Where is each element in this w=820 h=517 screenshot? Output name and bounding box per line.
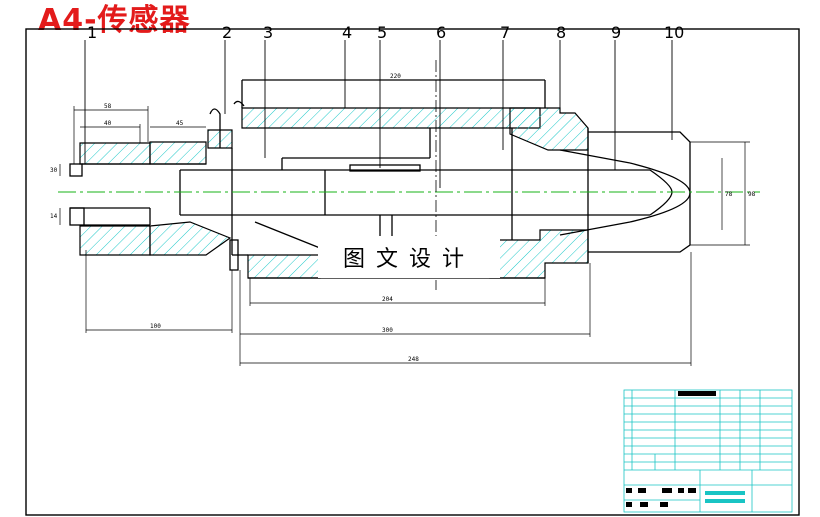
balloon-3: 3 — [263, 23, 273, 42]
title-block-fill — [705, 491, 745, 503]
dim-45: 45 — [176, 120, 184, 127]
dim-right-b: 98 — [748, 191, 756, 198]
balloon-9: 9 — [611, 23, 621, 42]
balloon-5: 5 — [377, 23, 387, 42]
balloon-4: 4 — [342, 23, 352, 42]
dim-100: 100 — [150, 323, 161, 330]
dim-58: 58 — [104, 103, 112, 110]
dim-left-a: 30 — [50, 167, 58, 174]
drawing-frame — [25, 28, 800, 516]
balloon-1: 1 — [87, 23, 97, 42]
dim-220: 220 — [390, 73, 401, 80]
balloon-10: 10 — [664, 23, 684, 42]
watermark-text: 图文设计 — [318, 236, 500, 278]
balloon-6: 6 — [436, 23, 446, 42]
dim-248: 248 — [408, 356, 419, 363]
balloon-8: 8 — [556, 23, 566, 42]
hatched-sections — [79, 107, 589, 279]
dimension-lines — [59, 79, 750, 366]
dim-204: 204 — [382, 296, 393, 303]
balloon-2: 2 — [222, 23, 232, 42]
dim-left-b: 14 — [50, 213, 58, 220]
dim-right-a: 78 — [725, 191, 733, 198]
leader-lines — [84, 40, 673, 188]
dim-40: 40 — [104, 120, 112, 127]
balloon-numbers: 1 2 3 4 5 6 7 8 9 10 — [87, 23, 684, 42]
title-block-blocks — [626, 391, 716, 507]
drawing-title: A4-传感器 — [38, 3, 191, 38]
title-block — [623, 389, 793, 513]
balloon-7: 7 — [500, 23, 510, 42]
dim-300: 300 — [382, 327, 393, 334]
dimension-labels: 58 40 45 220 100 204 300 248 30 14 78 98 — [50, 73, 756, 363]
